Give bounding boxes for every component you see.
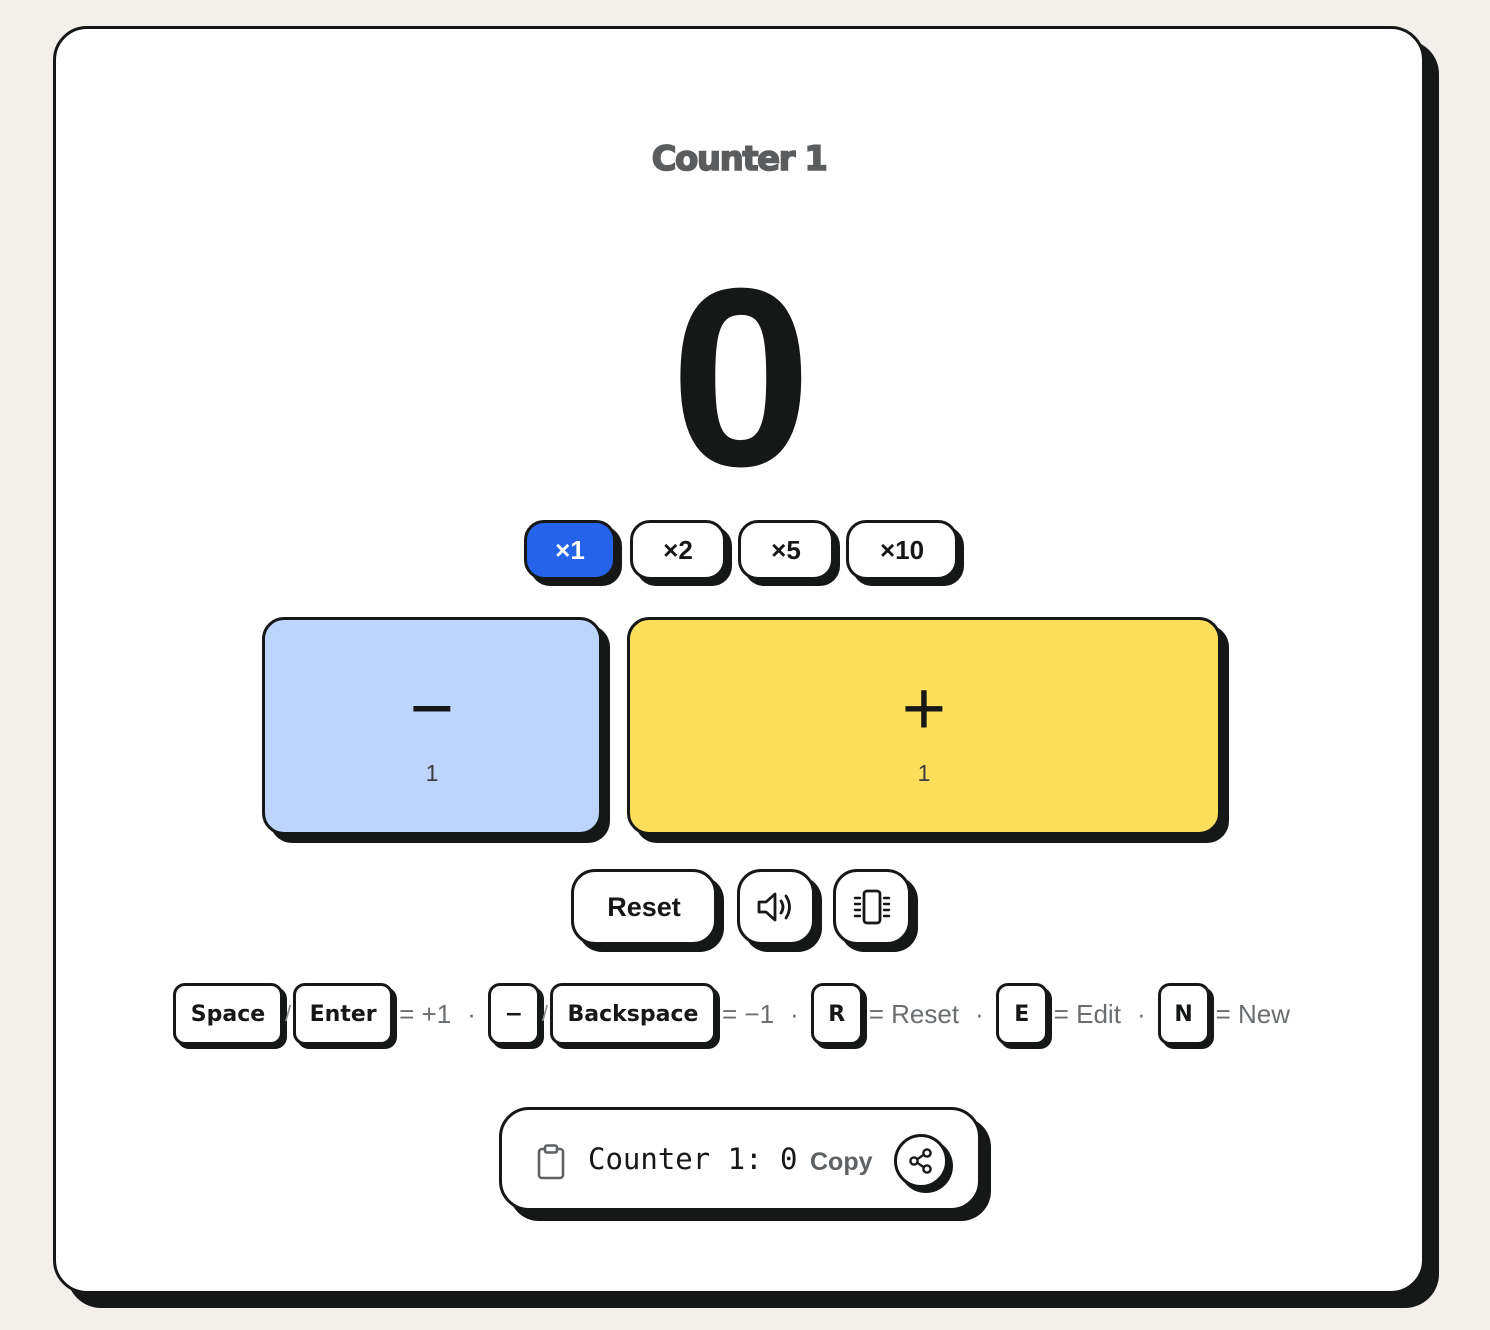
multiplier-x1-button[interactable]: ×1 [524, 520, 616, 580]
copy-result-bar[interactable]: Counter 1: 0 Copy [499, 1107, 981, 1211]
key-minus: − [487, 983, 540, 1045]
shortcut-dot: · [467, 998, 476, 1029]
key-r: R [810, 983, 863, 1045]
key-e: E [995, 983, 1048, 1045]
keyboard-shortcuts: Space / Enter = +1 · − / Backspace = −1 … [173, 981, 1422, 1047]
copy-text: Counter 1: 0 [588, 1142, 798, 1176]
multiplier-x2-button[interactable]: ×2 [630, 520, 726, 580]
key-space: Space [173, 983, 283, 1045]
shortcut-dot: · [1136, 998, 1146, 1029]
shortcut-new-text: = New [1215, 998, 1291, 1029]
plus-symbol: + [901, 666, 947, 751]
multiplier-group: ×1 ×2 ×5 ×10 [56, 520, 1422, 584]
shortcut-separator: / [541, 1001, 548, 1026]
shortcut-increment-text: = +1 [399, 998, 452, 1029]
shortcut-reset-text: = Reset [868, 998, 960, 1029]
share-icon [909, 1148, 932, 1174]
shortcut-decrement-text: = −1 [721, 998, 775, 1029]
decrement-step: 1 [425, 760, 439, 786]
shortcut-dot: · [975, 998, 984, 1029]
vibrate-icon [853, 889, 891, 925]
shortcut-separator: / [285, 1001, 292, 1026]
share-button[interactable] [894, 1134, 948, 1188]
sound-icon [757, 892, 791, 922]
increment-button[interactable]: + 1 [627, 617, 1221, 835]
key-backspace: Backspace [549, 983, 716, 1045]
key-enter: Enter [293, 983, 394, 1045]
multiplier-x5-button[interactable]: ×5 [738, 520, 834, 580]
reset-button[interactable]: Reset [571, 869, 717, 945]
counter-value: 0 [670, 235, 811, 519]
clipboard-icon [537, 1144, 565, 1180]
multiplier-x10-button[interactable]: ×10 [846, 520, 958, 580]
counter-card: Counter 1 0 ×1 ×2 ×5 ×10 − 1 + 1 Reset S… [53, 26, 1425, 1294]
copy-button[interactable]: Copy [810, 1148, 873, 1176]
shortcut-edit-text: = Edit [1053, 998, 1121, 1029]
increment-step: 1 [917, 760, 931, 786]
minus-symbol: − [409, 666, 455, 751]
shortcut-dot: · [790, 998, 799, 1029]
vibrate-toggle-button[interactable] [833, 869, 911, 945]
counter-title[interactable]: Counter 1 [651, 138, 829, 180]
decrement-button[interactable]: − 1 [262, 617, 602, 835]
key-n: N [1157, 983, 1210, 1045]
sound-toggle-button[interactable] [737, 869, 815, 945]
